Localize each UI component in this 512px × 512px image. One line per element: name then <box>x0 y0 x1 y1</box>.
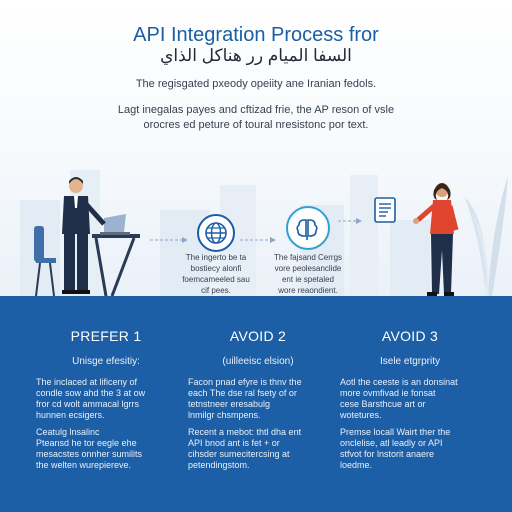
intro-paragraph-line: Lagt inegalas payes and cftizad frie, th… <box>117 104 395 116</box>
column-body-line: lnmilgr chsmpens. <box>188 410 261 420</box>
step-caption-line: The ingerto be ta <box>185 253 247 262</box>
city-skyline-background <box>20 170 430 296</box>
businessman-at-desk-illustration <box>34 177 140 296</box>
step-caption-line: The fajsand Cerrgs <box>273 253 343 262</box>
column-body-secondary: Recent a mebot: thtl dha ent API bnod an… <box>188 427 328 471</box>
page-subtitle-arabic: السفا الميام رر هناكل الذاي <box>160 46 352 65</box>
column-body-line: Pteansd he tor eegle ehe <box>36 438 137 448</box>
intro-line: The regisgated pxeody opeiity ane Irania… <box>135 78 377 90</box>
column-title: PREFER 1 <box>70 328 142 344</box>
column-body-line: Premse locall Wairt ther the <box>340 427 451 437</box>
column-body-line: Facon pnad efyre is thnv the <box>188 377 302 387</box>
hero-section: API Integration Process fror السفا الميا… <box>0 0 512 296</box>
intro-paragraph-line: orocres ed peture of toural nresistonc p… <box>143 119 369 131</box>
column-avoid-2: AVOID 2 (uilleeisc elsion) Facon pnad ef… <box>188 328 328 471</box>
column-subtitle: Isele etgrprity <box>379 356 441 367</box>
plant-decoration <box>464 176 508 296</box>
column-prefer-1: PREFER 1 Unisge efesitiy: The inclaced a… <box>36 328 176 471</box>
page-title: API Integration Process fror <box>133 24 379 46</box>
column-body-line: wotetures. <box>340 410 382 420</box>
column-body-line: cihsder sumecitercsing at <box>188 449 290 459</box>
column-body-line: fror cd wolt ammacal lgrrs <box>36 399 140 409</box>
flow-arrow-icon <box>240 237 276 243</box>
globe-icon <box>197 214 235 252</box>
column-body-line: mesacstes onnher sumilits <box>36 449 143 459</box>
column-body-line: petendingstom. <box>188 460 250 470</box>
flow-arrow-icon <box>338 218 362 224</box>
column-title: AVOID 3 <box>381 328 439 344</box>
step-caption-line: bostiecy alonfi <box>190 264 242 273</box>
flow-arrow-icon <box>150 237 188 243</box>
column-body-line: more ovmfivad ie fonsat <box>340 388 436 398</box>
step-caption-line: wore reaondient. <box>278 286 338 295</box>
intro-paragraph: Lagt inegalas payes and cftizad frie, th… <box>60 103 452 133</box>
step-caption-line: foemcameeled sau <box>182 275 250 284</box>
column-body-line: condle sow ahd the 3 at ow <box>36 388 146 398</box>
column-body-secondary: Premse locall Wairt ther the onclelise, … <box>340 427 480 471</box>
column-body-line: The inclaced at lificeny of <box>36 377 138 387</box>
column-body-line: onclelise, atl leadly or API <box>340 438 443 448</box>
column-body-line: Recent a mebot: thtl dha ent <box>188 427 302 437</box>
column-body-line: stfvot for lnstorit anaere <box>340 449 435 459</box>
step-caption-line: ent ie spetaled <box>281 275 335 284</box>
column-body-line: each The dse ral fsety of or <box>188 388 297 398</box>
document-icon <box>374 197 396 223</box>
comparison-panel: PREFER 1 Unisge efesitiy: The inclaced a… <box>0 296 512 512</box>
step-caption: The ingerto be ta bostiecy alonfi foemca… <box>176 252 256 296</box>
column-title: AVOID 2 <box>229 328 287 344</box>
step-caption-line: cif pees. <box>201 286 231 295</box>
column-body-line: Ceatulg lnsalinc <box>36 427 100 437</box>
column-body-line: Aotl the ceeste is an donsinat <box>340 377 458 387</box>
step-caption-line: vore peolesanclide <box>274 264 342 273</box>
column-body: Facon pnad efyre is thnv the each The ds… <box>188 377 328 421</box>
woman-pointing-illustration <box>413 183 459 296</box>
column-body-line: loedme. <box>340 460 373 470</box>
brain-icon <box>286 206 330 250</box>
column-body-line: hunnen ecsigers. <box>36 410 105 420</box>
column-body: Aotl the ceeste is an donsinat more ovmf… <box>340 377 480 421</box>
column-body: The inclaced at lificeny of condle sow a… <box>36 377 176 421</box>
column-body-line: API bnod ant is fet + or <box>188 438 280 448</box>
column-body-secondary: Ceatulg lnsalinc Pteansd he tor eegle eh… <box>36 427 176 471</box>
step-caption: The fajsand Cerrgs vore peolesanclide en… <box>268 252 348 296</box>
column-body-line: the welten wurepiereve. <box>36 460 132 470</box>
column-subtitle: Unisge efesitiy: <box>72 356 140 367</box>
column-subtitle: (uilleeisc elsion) <box>222 356 294 367</box>
column-body-line: cese Barsthcue art or <box>340 399 426 409</box>
column-body-line: tetnstneer eresabulg <box>188 399 271 409</box>
column-avoid-3: AVOID 3 Isele etgrprity Aotl the ceeste … <box>340 328 480 471</box>
